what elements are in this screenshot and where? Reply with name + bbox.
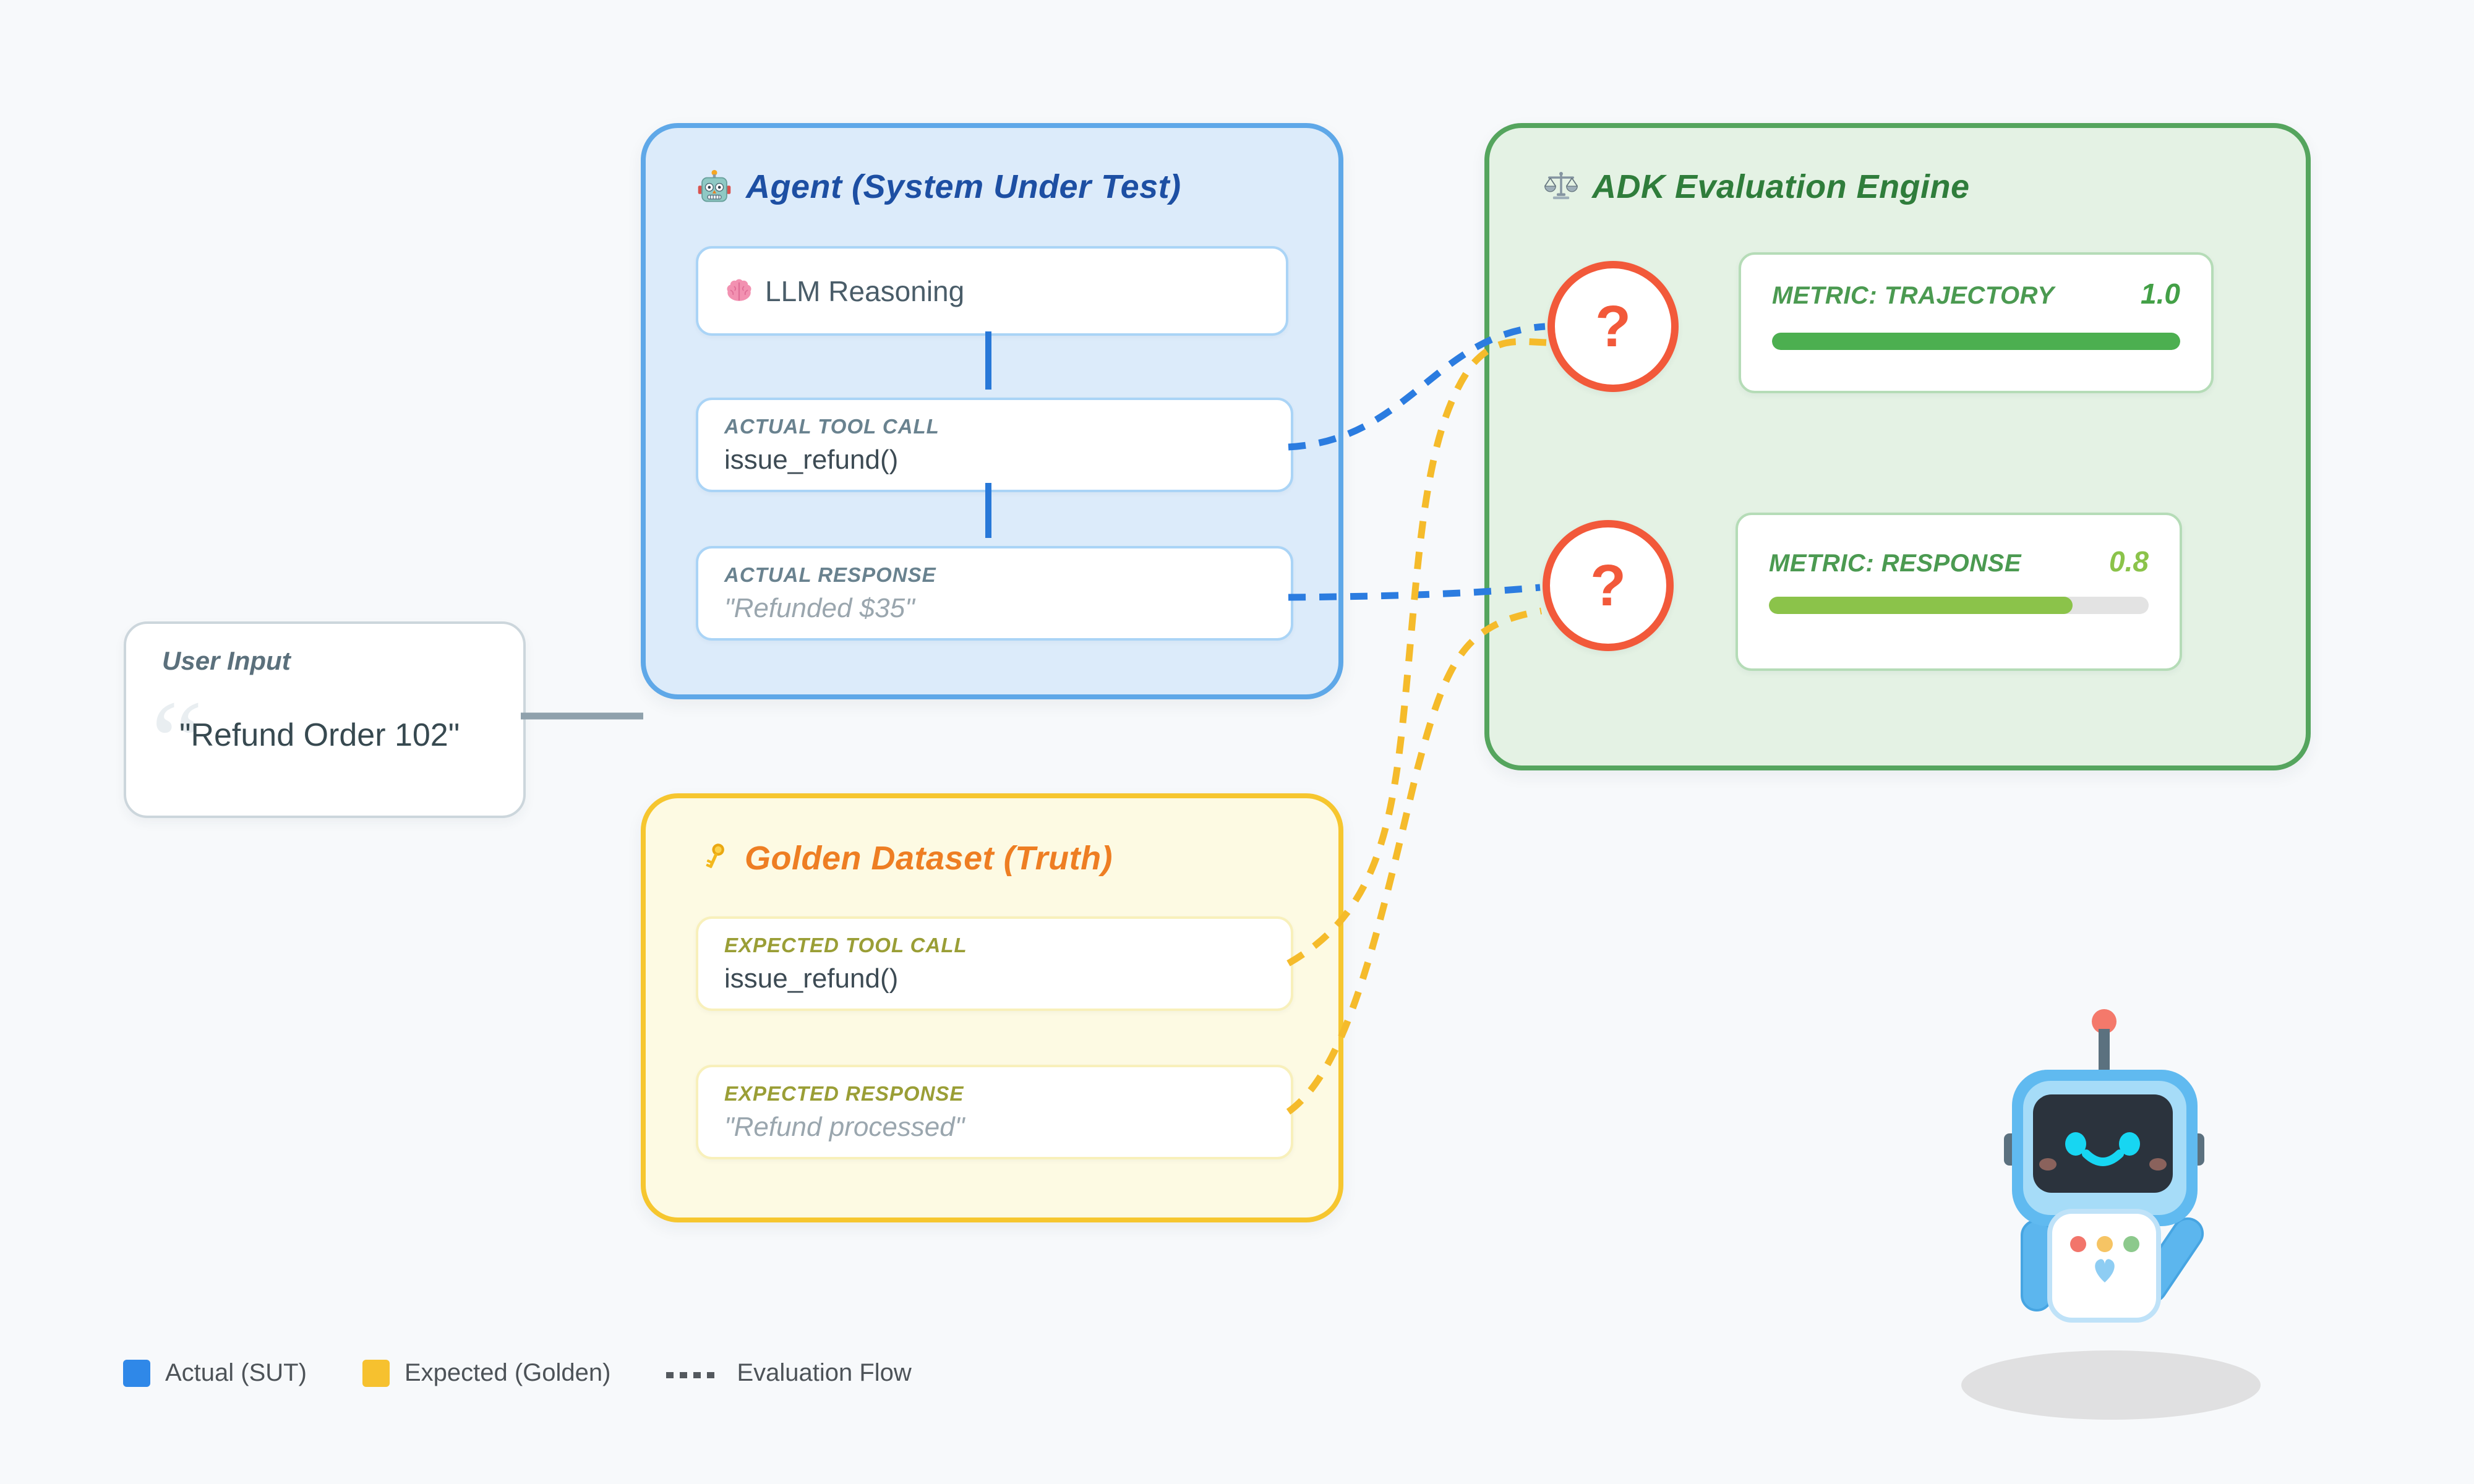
actual-tool-call-label: ACTUAL TOOL CALL (724, 415, 940, 438)
expected-tool-call-card: EXPECTED TOOL CALL issue_refund() (696, 916, 1293, 1011)
legend: Actual (SUT) Expected (Golden) Evaluatio… (123, 1359, 952, 1387)
golden-title: Golden Dataset (Truth) (745, 840, 1113, 877)
legend-expected-swatch (362, 1359, 390, 1387)
user-input-value: "Refund Order 102" (179, 717, 460, 753)
expected-response-value: "Refund processed" (724, 1112, 965, 1142)
scales-icon (1544, 169, 1578, 204)
metric-trajectory-value: 1.0 (2141, 278, 2180, 310)
legend-actual-swatch (123, 1359, 150, 1387)
decorative-quote-icon: “ (151, 677, 203, 807)
response-progress-track (1769, 597, 2149, 614)
brain-icon (724, 276, 754, 306)
question-mark-icon: ? (1590, 552, 1627, 618)
agent-title: Agent (System Under Test) (746, 168, 1181, 205)
agent-title-row: Agent (System Under Test) (696, 168, 1181, 206)
metric-trajectory-row: METRIC: TRAJECTORY 1.0 (1772, 277, 2180, 310)
metric-response-label: METRIC: RESPONSE (1769, 550, 2022, 577)
actual-response-value: "Refunded $35" (724, 593, 915, 623)
expected-tool-call-label: EXPECTED TOOL CALL (724, 934, 967, 957)
user-input-title: User Input (162, 646, 291, 675)
golden-title-row: Golden Dataset (Truth) (698, 839, 1113, 877)
expected-tool-call-value: issue_refund() (724, 963, 899, 994)
comparator-trajectory-node: ? (1547, 261, 1679, 392)
mascot-shadow (1961, 1350, 2261, 1420)
robot-mascot (1948, 989, 2295, 1425)
actual-response-card: ACTUAL RESPONSE "Refunded $35" (696, 546, 1293, 641)
engine-title: ADK Evaluation Engine (1592, 168, 1970, 205)
legend-dash-icon (666, 1370, 719, 1378)
metric-response-value: 0.8 (2109, 545, 2149, 578)
trajectory-progress-fill (1772, 333, 2180, 350)
actual-tool-call-value: issue_refund() (724, 445, 899, 475)
comparator-response-node: ? (1543, 520, 1674, 651)
engine-title-row: ADK Evaluation Engine (1544, 168, 1970, 206)
llm-reasoning-label: LLM Reasoning (765, 275, 965, 307)
robot-emoji-icon (696, 169, 732, 205)
llm-reasoning-card: LLM Reasoning (696, 246, 1288, 336)
key-icon (698, 842, 731, 875)
actual-response-label: ACTUAL RESPONSE (724, 563, 936, 586)
metric-trajectory-label: METRIC: TRAJECTORY (1772, 282, 2055, 309)
response-progress-fill (1769, 597, 2073, 614)
trajectory-progress-track (1772, 333, 2180, 350)
golden-dataset-node: Golden Dataset (Truth) EXPECTED TOOL CAL… (641, 793, 1343, 1222)
expected-response-label: EXPECTED RESPONSE (724, 1082, 964, 1105)
question-mark-icon: ? (1594, 293, 1632, 359)
user-input-node: User Input “ "Refund Order 102" (124, 621, 526, 818)
agent-sut-node: Agent (System Under Test) LLM Reasoning … (641, 123, 1343, 699)
expected-response-card: EXPECTED RESPONSE "Refund processed" (696, 1065, 1293, 1159)
metric-response-card: METRIC: RESPONSE 0.8 (1736, 513, 2182, 671)
legend-flow-label: Evaluation Flow (737, 1359, 912, 1386)
legend-expected-label: Expected (Golden) (404, 1359, 611, 1386)
evaluation-engine-node: ADK Evaluation Engine (1484, 123, 2311, 770)
metric-response-row: METRIC: RESPONSE 0.8 (1769, 545, 2149, 578)
metric-trajectory-card: METRIC: TRAJECTORY 1.0 (1739, 252, 2214, 393)
actual-tool-call-card: ACTUAL TOOL CALL issue_refund() (696, 398, 1293, 492)
legend-actual-label: Actual (SUT) (165, 1359, 307, 1386)
